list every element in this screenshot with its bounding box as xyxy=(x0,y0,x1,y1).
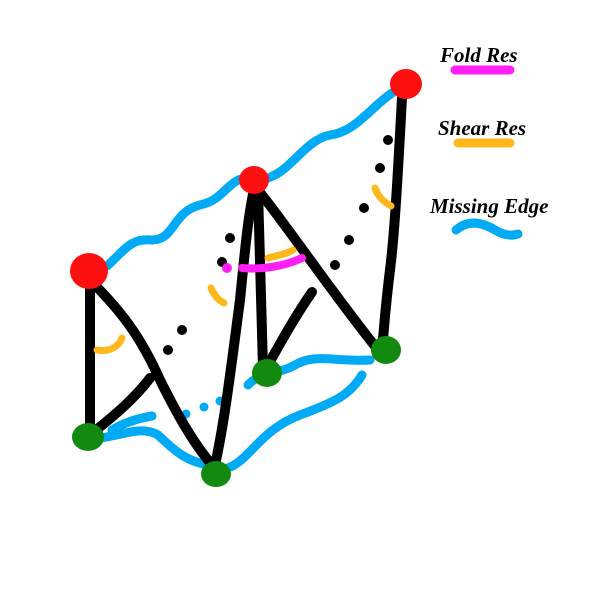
bottom-vertex-right xyxy=(371,336,401,364)
structure-dotted xyxy=(148,135,393,370)
missing-edge-top-right xyxy=(263,88,397,183)
shear-res-marks xyxy=(93,184,395,354)
legend-label-shear-res: Shear Res xyxy=(438,116,527,140)
edge-middle-left xyxy=(210,180,260,470)
top-vertex-middle xyxy=(239,166,269,194)
shear-res-mark xyxy=(371,184,395,210)
missing-edge-dotted xyxy=(181,396,225,419)
top-vertex-right xyxy=(390,69,422,99)
structure-dot xyxy=(330,260,340,270)
legend-swatches xyxy=(450,65,523,240)
top-vertex-left xyxy=(70,253,108,289)
top-vertices xyxy=(70,69,422,289)
structure-edges xyxy=(85,93,407,470)
missing-edge-bottom-right xyxy=(223,370,367,473)
bottom-vertices xyxy=(72,336,401,487)
shear-res-mark xyxy=(264,246,297,262)
legend-swatch-missing-edge xyxy=(451,218,523,240)
bottom-vertex-front xyxy=(201,461,231,487)
structure-dot xyxy=(359,203,369,213)
fold-res-dot xyxy=(222,263,232,273)
missing-edge-top-left xyxy=(102,173,253,271)
fold-res-marks xyxy=(238,254,306,273)
edge-middle-vertical xyxy=(253,185,268,373)
edge-middle-cross xyxy=(263,287,317,370)
edge-left-diagonal xyxy=(85,275,217,470)
shear-res-mark xyxy=(93,334,126,354)
structure-dot xyxy=(375,163,385,173)
missing-edge-dot xyxy=(199,402,209,412)
shear-res-mark xyxy=(207,284,228,307)
fold-res-mark xyxy=(238,254,306,273)
structure-dot xyxy=(383,135,393,145)
missing-edge-bottom-left xyxy=(95,426,215,470)
structure-dot xyxy=(225,233,235,243)
structure-dot xyxy=(163,345,173,355)
edge-middle-diagonal xyxy=(253,185,383,355)
legend-label-fold-res: Fold Res xyxy=(440,43,518,67)
edge-left-cross xyxy=(91,373,155,435)
edge-right-vertical xyxy=(377,93,407,355)
structure-dot xyxy=(148,360,158,370)
legend-label-missing-edge: Missing Edge xyxy=(430,194,549,218)
structure-dot xyxy=(177,325,187,335)
bottom-vertex-middle xyxy=(252,359,282,387)
missing-edge-short-dash xyxy=(107,411,157,435)
bottom-vertex-left xyxy=(72,423,104,451)
structure-dot xyxy=(344,235,354,245)
